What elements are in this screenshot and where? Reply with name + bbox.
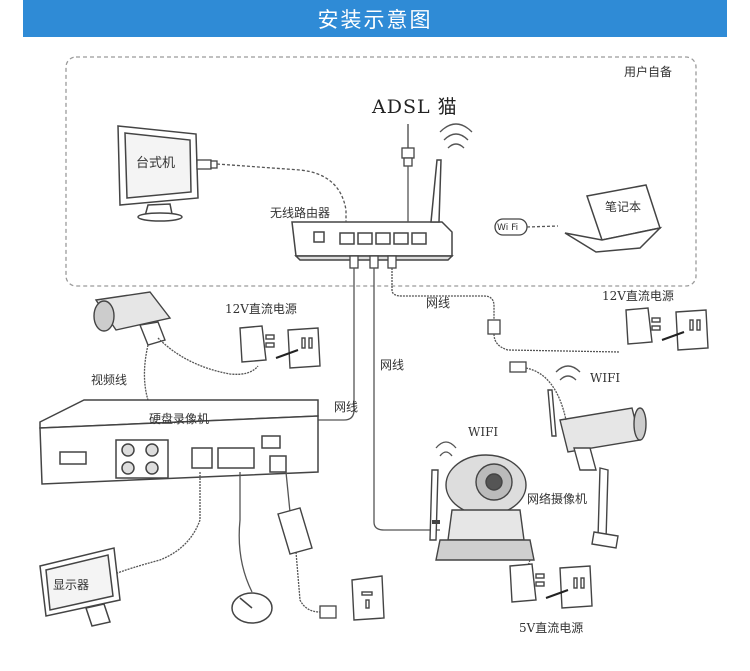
title-banner: 安装示意图 xyxy=(23,0,727,37)
user-supplied-region xyxy=(65,56,697,287)
desktop-plug-icon xyxy=(196,159,218,170)
desktop-label: 台式机 xyxy=(136,156,176,171)
bullet-camera-power-cable xyxy=(493,333,621,353)
adsl-modem-label: ADSL 猫 xyxy=(372,96,458,118)
analog-camera-icon xyxy=(93,291,172,346)
wall-socket-left-icon xyxy=(287,327,321,369)
psu-12v-right-label: 12V直流电源 xyxy=(602,289,674,303)
bullet-wifi-waves-icon xyxy=(555,365,581,381)
lan-cables xyxy=(216,163,559,228)
wifi-label-bullet: WIFI xyxy=(590,371,621,385)
mouse-icon xyxy=(231,592,273,624)
cable-router-bullet-camera xyxy=(391,268,495,320)
wall-socket-nvr-icon xyxy=(351,575,385,621)
wall-socket-5v-icon xyxy=(559,565,593,609)
nvr-cables xyxy=(111,471,321,613)
power-adapter-5v-icon xyxy=(509,563,545,603)
cable-router-ptz-camera xyxy=(373,268,440,531)
nvr-icon xyxy=(39,399,319,485)
wall-socket-right-icon xyxy=(675,309,709,351)
ptz-camera-icon xyxy=(429,454,535,561)
laptop-label: 笔记本 xyxy=(605,200,642,214)
network-camera-label: 网络摄像机 xyxy=(527,492,588,506)
desktop-icon xyxy=(117,125,199,222)
bullet-ip-camera-icon xyxy=(547,389,647,549)
network-cable-label-2: 网线 xyxy=(380,358,405,372)
video-cable-label: 视频线 xyxy=(91,373,128,387)
laptop-icon xyxy=(564,184,663,253)
router-icon xyxy=(291,159,454,261)
page-title: 安装示意图 xyxy=(317,7,433,32)
cable-router-nvr xyxy=(229,268,355,448)
network-cable-label-1: 网线 xyxy=(334,400,359,414)
arrow-left-psu xyxy=(275,349,299,359)
network-cable-label-3: 网线 xyxy=(426,296,451,310)
monitor-icon xyxy=(39,547,121,627)
nvr-plug-icon xyxy=(319,605,337,619)
psu-5v-label: 5V直流电源 xyxy=(519,621,584,635)
arrow-5v-psu xyxy=(545,589,569,599)
nvr-power-supply-icon xyxy=(277,507,313,555)
power-adapter-12v-right-icon xyxy=(625,307,661,345)
ptz-wifi-waves-icon xyxy=(435,441,457,457)
router-wifi-waves-icon xyxy=(439,123,473,149)
wifi-label-ptz: WIFI xyxy=(468,425,499,439)
router-connectors xyxy=(349,255,397,269)
user-supplied-label: 用户自备 xyxy=(624,65,673,79)
nvr-label: 硬盘录像机 xyxy=(149,412,210,426)
adsl-plug-icon xyxy=(401,124,415,167)
router-label: 无线路由器 xyxy=(270,206,331,220)
psu-12v-left-label: 12V直流电源 xyxy=(225,302,297,316)
arrow-right-psu xyxy=(661,331,685,341)
power-adapter-12v-left-icon xyxy=(239,325,275,363)
monitor-label: 显示器 xyxy=(53,578,90,592)
wifi-badge-label: Wi Fi xyxy=(497,223,519,233)
analog-camera-power-cable xyxy=(157,337,259,375)
bullet-camera-lan-cable xyxy=(525,367,567,421)
bullet-camera-lan-plug-icon xyxy=(487,319,527,373)
